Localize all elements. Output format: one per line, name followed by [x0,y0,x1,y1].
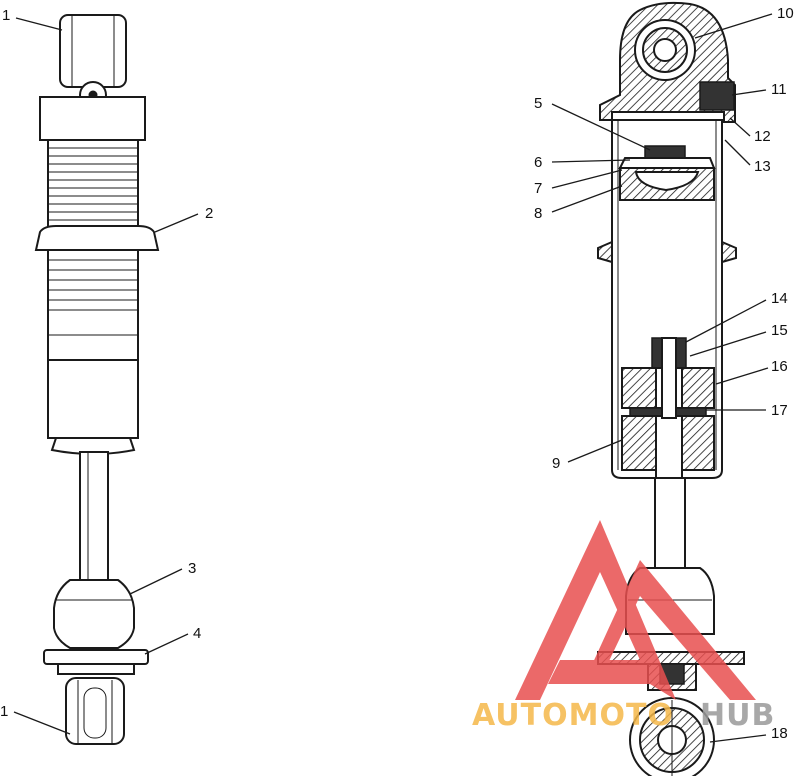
callout-1-bottom: 1 [0,703,8,720]
callout-2: 2 [205,205,213,222]
thread-lines-lower [48,259,138,311]
watermark-triangle-right [585,560,756,700]
callout-18: 18 [771,725,788,742]
top-cap [39,96,146,141]
spring-collar [34,225,160,251]
watermark-triangle-left [515,520,676,700]
callout-12: 12 [754,128,771,145]
callout-1-top: 1 [2,7,10,24]
body-bottom [47,359,139,439]
callout-4: 4 [193,625,201,642]
callout-11: 11 [771,81,787,98]
callout-16: 16 [771,358,788,375]
shock-section-view [597,1,745,776]
threaded-body-upper [47,139,139,229]
schrader-valve [699,81,735,111]
callout-3: 3 [188,560,196,577]
bump-stop [53,579,135,649]
section-piston-rod [654,477,686,569]
piston-rod [79,451,109,581]
bottom-eyelet [65,677,125,745]
seat-hub [57,663,135,675]
floating-piston-cap [618,157,716,169]
leader-lines [13,13,773,743]
callout-labels: 1 2 3 4 1 10 11 5 12 13 6 7 8 14 15 16 1… [0,5,794,742]
callout-6: 6 [534,154,542,171]
collar-left [597,240,613,264]
body-lower [47,249,139,361]
collar-right [721,240,737,264]
watermark-logo: AUTOMOTO HUB [472,520,775,733]
callout-5: 5 [534,95,542,112]
callout-10: 10 [777,5,794,22]
valve-core [644,145,686,159]
top-eyelet [59,14,127,88]
watermark-text-automoto: AUTOMOTO [472,698,674,733]
callout-13: 13 [754,158,771,175]
thread-lines-upper [48,147,138,221]
callout-9: 9 [552,455,560,472]
callout-15: 15 [771,322,788,339]
lower-spring-seat [43,649,149,665]
callout-8: 8 [534,205,542,222]
shock-exterior-view [34,14,160,745]
watermark-text-hub: HUB [700,698,775,733]
callout-7: 7 [534,180,542,197]
callout-14: 14 [771,290,788,307]
callout-17: 17 [771,402,788,419]
